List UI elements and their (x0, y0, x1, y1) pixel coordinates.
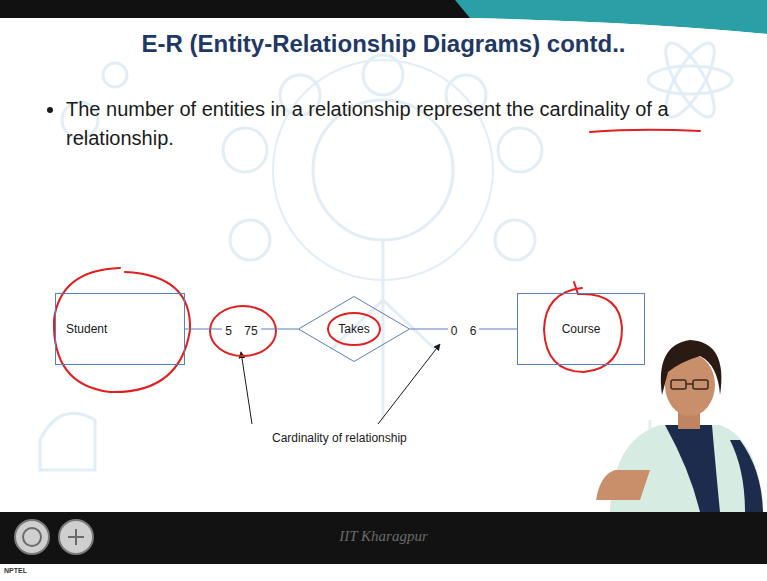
institute-logo (23, 528, 41, 546)
cardinality-label: 0 6 (448, 324, 480, 338)
watermark-icon (223, 128, 267, 172)
nptel-logo (68, 529, 84, 545)
watermark-icon (363, 55, 403, 95)
watermark-atom (648, 66, 732, 94)
watermark-icon (230, 220, 270, 260)
presenter-glasses (671, 380, 686, 389)
annotation-note: Cardinality of relationship (272, 431, 407, 445)
node-label: Course (562, 322, 601, 336)
presenter-scarf (730, 440, 763, 512)
bullet-text: The number of entities in a relationship… (66, 95, 766, 153)
slide-title: E-R (Entity-Relationship Diagrams) contd… (0, 30, 767, 58)
top-swoosh (455, 0, 767, 34)
leader-arrow (378, 344, 440, 424)
bottom-band (0, 512, 767, 564)
diamond-shape (299, 297, 410, 362)
watermark-text: IIT Kharagpur (0, 528, 767, 545)
ink-circle (210, 306, 276, 356)
watermark-tree (330, 240, 436, 420)
presenter-glasses (686, 383, 693, 385)
nptel-logo (59, 520, 93, 554)
presenter-glasses (693, 380, 708, 389)
watermark-icon (498, 128, 542, 172)
watermark-icon (495, 220, 535, 260)
relationship-diamond: Takes (298, 296, 410, 362)
ink-circle (544, 282, 622, 372)
ink-circle (328, 313, 380, 345)
entity-box: Student (55, 293, 185, 365)
logo-caption: NPTEL (4, 567, 27, 574)
ink-underline (590, 130, 700, 132)
presenter-scarf (665, 425, 720, 512)
cardinality-label: 5 75 (222, 324, 260, 338)
presenter-figure (596, 340, 763, 512)
bullet-list: The number of entities in a relationship… (44, 95, 766, 153)
node-label: Takes (338, 322, 369, 336)
entity-box: Course (517, 293, 645, 365)
ink-circle (54, 268, 190, 392)
leader-arrow (241, 352, 252, 424)
institute-logo (15, 520, 49, 554)
watermark-circle (313, 100, 453, 240)
presenter-hair (661, 340, 722, 395)
node-label: Student (66, 322, 107, 336)
watermark-helmet (40, 413, 95, 470)
watermark-gear (103, 63, 127, 87)
presenter-hand (596, 470, 650, 500)
